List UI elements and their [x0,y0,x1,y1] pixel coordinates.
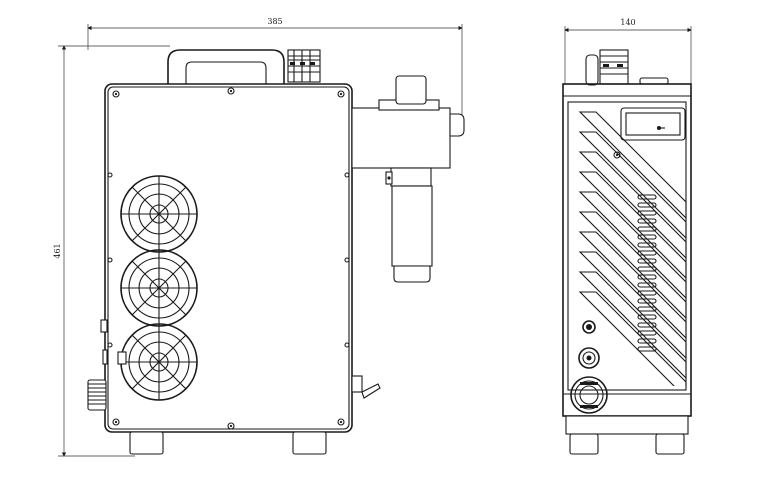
side-switch [100,319,127,365]
front-screw [613,151,621,159]
foot-left [129,431,164,455]
front-connector-medium [578,347,600,369]
carry-handle [167,49,285,84]
foot-right [292,431,327,455]
laser-head-housing [351,107,451,169]
dimension-width-front: 140 [564,18,692,84]
side-view [87,49,465,455]
front-view [562,49,692,455]
front-top-connector [585,49,669,86]
top-connector [287,49,321,83]
cooling-fan-bottom [120,323,198,401]
side-knob [87,379,107,411]
dimension-height: 461 [53,45,170,457]
dimension-label-461: 461 [53,243,62,258]
cable-clamp [351,375,381,399]
front-connector-small [582,320,596,334]
vent-grille [578,111,687,386]
front-foot-left [569,433,599,455]
cooling-fan-middle [120,249,198,327]
vent-holes [637,194,657,352]
cooling-fan-top [120,175,198,253]
display-panel [620,107,686,141]
main-body-side [104,83,353,433]
laser-head [351,75,465,283]
body-screws [107,87,350,430]
dimension-label-385: 385 [267,17,282,26]
front-foot-right [655,433,685,455]
dimension-label-140: 140 [620,18,635,27]
front-connector-large [570,376,608,414]
